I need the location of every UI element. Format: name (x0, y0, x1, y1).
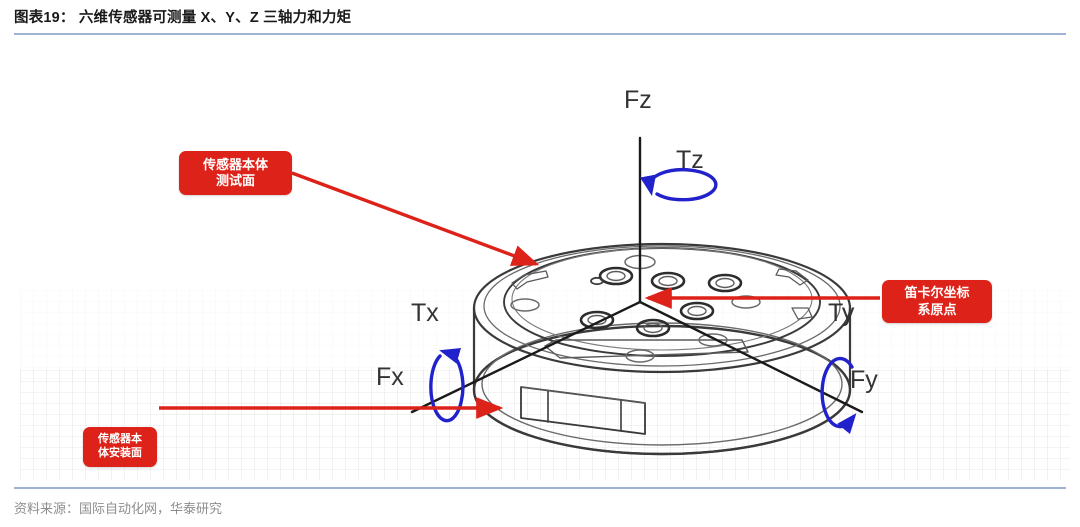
callout-line-2: 系原点 (917, 301, 957, 317)
sensor-body-drawing (472, 242, 852, 456)
footer-divider (14, 487, 1066, 489)
torque-arcs (429, 168, 857, 435)
body-top-rim-inner (483, 245, 841, 367)
callout-arrows (159, 171, 880, 419)
callout-coordinate-origin: 笛卡尔坐标 系原点 (882, 280, 992, 323)
top-face-keyway-left (511, 270, 549, 290)
axis-label-tx: Tx (411, 299, 439, 327)
axis-label-fz: Fz (624, 86, 652, 114)
figure-header: 图表19： 六维传感器可测量 X、Y、Z 三轴力和力矩 (14, 8, 1066, 34)
arrow-to-test-surface (291, 171, 540, 266)
torque-arc-tz (640, 168, 718, 202)
side-connector-slot (520, 386, 646, 435)
coordinate-axes (410, 136, 864, 414)
axis-labels: Fz Tz Tx Fx Ty Fy (376, 86, 878, 394)
source-note: 资料来源：国际自动化网，华泰研究 (14, 501, 223, 516)
body-bottom-edge (472, 324, 852, 456)
figure-canvas: Fz Tz Tx Fx Ty Fy 传感器本体 测试面 笛卡尔坐标 系原点 传感… (0, 40, 1080, 480)
axis-label-tz: Tz (676, 146, 704, 174)
body-bottom-inner-edge (481, 322, 843, 446)
body-top-outer-rim (472, 242, 852, 374)
callout-line-1: 笛卡尔坐标 (904, 285, 970, 301)
torque-arc-ty (820, 356, 857, 435)
torque-arc-tx (429, 348, 465, 423)
callout-sensor-mount-surface: 传感器本 体安装面 (83, 427, 157, 467)
bolt-hole-group (579, 266, 743, 338)
callout-line-2: 体安装面 (98, 447, 142, 459)
axis-y-line (638, 300, 864, 414)
axis-label-ty: Ty (828, 299, 855, 327)
top-face-keyway-right-upper (775, 268, 809, 286)
page-title: 图表19： 六维传感器可测量 X、Y、Z 三轴力和力矩 (14, 10, 352, 26)
callout-line-2: 测试面 (215, 173, 255, 188)
sensor-diagram: Fz Tz Tx Fx Ty Fy (159, 86, 880, 456)
callout-sensor-test-surface: 传感器本体 测试面 (179, 151, 292, 195)
callout-line-1: 传感器本 (98, 433, 142, 446)
callout-line-1: 传感器本体 (202, 156, 268, 172)
axis-x-line (410, 300, 642, 414)
header-divider (14, 33, 1066, 35)
top-plate-front-shelf (544, 339, 749, 359)
top-face-keyway-right-lower (791, 307, 813, 320)
axis-label-fx: Fx (376, 363, 404, 391)
axis-label-fy: Fy (850, 366, 878, 394)
